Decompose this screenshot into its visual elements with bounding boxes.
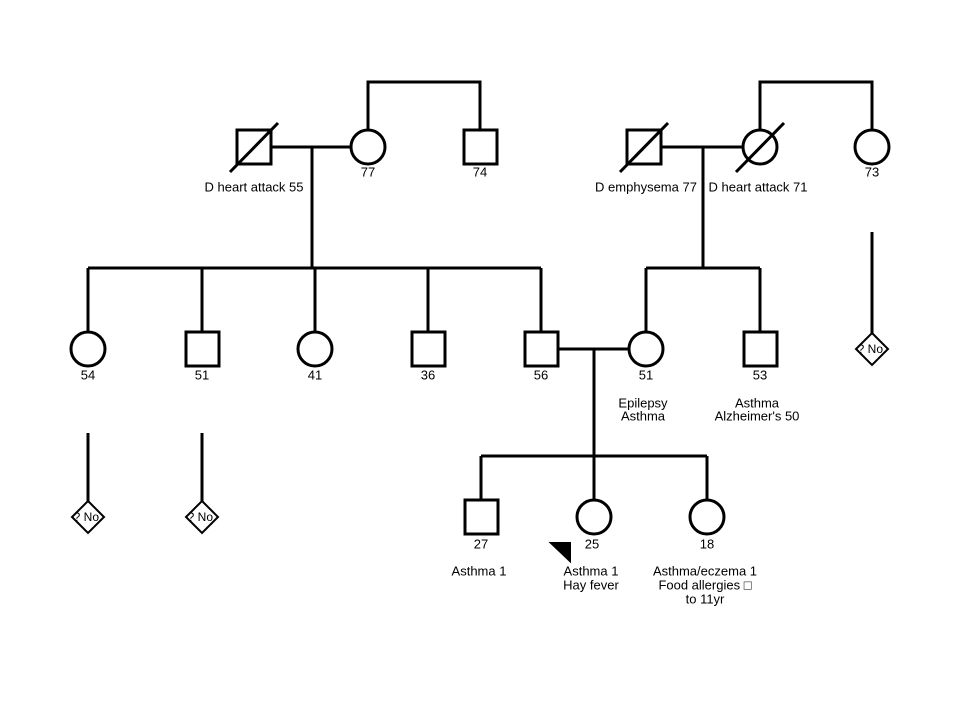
aunt1-age: 54	[81, 367, 95, 382]
sister-note-3: to 11yr	[686, 591, 725, 606]
father	[523, 330, 560, 368]
pgm-sibship-line	[366, 80, 482, 130]
mother-age: 51	[639, 367, 653, 382]
sister-age: 18	[700, 536, 714, 551]
sister-note-2: Food allergies □	[658, 577, 751, 592]
father-age: 56	[534, 367, 548, 382]
brother	[463, 498, 500, 536]
cousin-marker: ? No.	[188, 510, 217, 524]
pgm-age: 77	[361, 164, 375, 179]
deceased-slash	[618, 121, 670, 174]
brother-age: 27	[474, 536, 488, 551]
paternal-grandmother	[349, 128, 387, 166]
aunt2-age: 41	[308, 367, 322, 382]
cousin-marker: ? No.	[74, 510, 103, 524]
mother	[627, 330, 665, 368]
uncle1-offspring: ? No.	[184, 499, 220, 535]
pgf-note: D heart attack 55	[205, 179, 304, 194]
paternal-grandfather	[228, 121, 280, 174]
proband-arrow-icon	[548, 542, 571, 564]
brother-note-1: Asthma 1	[452, 563, 507, 578]
unknown-sex-diamond	[70, 499, 106, 535]
proband-note-2: Hay fever	[563, 577, 619, 592]
mat-uncle-note-1: Asthma	[735, 395, 780, 410]
mother-note-2: Asthma	[621, 408, 666, 423]
deceased-slash	[734, 121, 786, 174]
deceased-slash	[228, 121, 280, 174]
sister-note-1: Asthma/eczema 1	[653, 563, 757, 578]
uncle1-age: 51	[195, 367, 209, 382]
maternal-grandmother	[734, 121, 786, 174]
paternal-aunt-2	[296, 330, 334, 368]
maternal-grandfather	[618, 121, 670, 174]
mgf-note: D emphysema 77	[595, 179, 697, 194]
unknown-sex-diamond	[854, 331, 890, 367]
mat-uncle-note-2: Alzheimer's 50	[715, 408, 800, 423]
proband-age: 25	[585, 536, 599, 551]
proband	[575, 498, 613, 536]
mgm-sister-offspring: ? No.	[854, 331, 890, 367]
mat-uncle-age: 53	[753, 367, 767, 382]
mgm-note: D heart attack 71	[709, 179, 808, 194]
unknown-sex-diamond	[184, 499, 220, 535]
mgm-sister	[853, 128, 891, 166]
maternal-uncle	[742, 330, 779, 368]
uncle2-age: 36	[421, 367, 435, 382]
cousin-marker: ? No.	[858, 342, 887, 356]
mgm-sister-age: 73	[865, 164, 879, 179]
paternal-aunt-1	[69, 330, 107, 368]
paternal-uncle-1	[184, 330, 221, 368]
paternal-uncle-2	[410, 330, 447, 368]
pgm-brother-age: 74	[473, 164, 487, 179]
mother-note-1: Epilepsy	[618, 395, 668, 410]
proband-note-1: Asthma 1	[564, 563, 619, 578]
pgm-brother	[462, 128, 499, 166]
aunt1-offspring: ? No.	[70, 499, 106, 535]
sister	[688, 498, 726, 536]
mgm-sibship-line	[758, 80, 874, 130]
